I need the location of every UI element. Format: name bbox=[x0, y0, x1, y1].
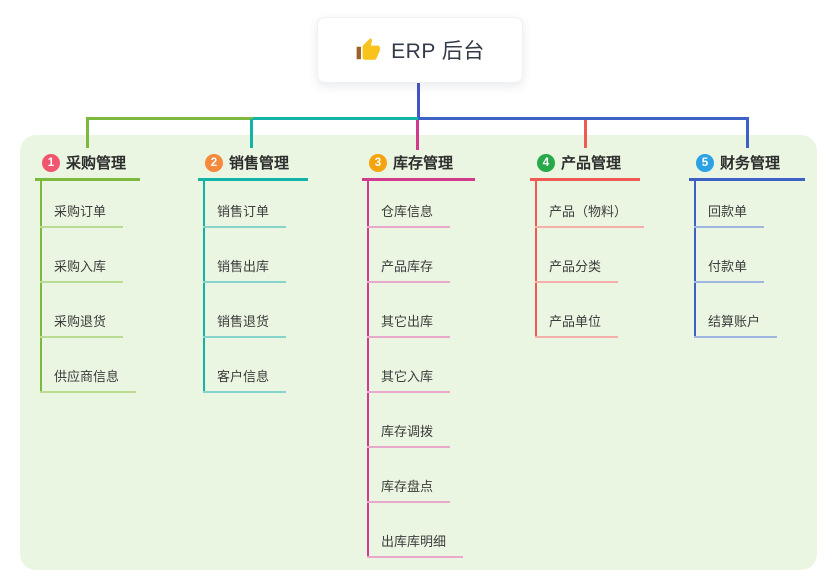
tree-node-label: 产品库存 bbox=[381, 259, 434, 274]
tree-node[interactable]: 客户信息 bbox=[203, 363, 287, 393]
branch-title-label: 采购管理 bbox=[66, 155, 127, 172]
branch-drop-line bbox=[86, 119, 89, 148]
tree-node[interactable]: 产品分类 bbox=[535, 253, 619, 283]
tree-node[interactable]: 其它出库 bbox=[367, 308, 451, 338]
tree-node[interactable]: 出库库明细 bbox=[367, 528, 464, 558]
branch-spine-line bbox=[40, 181, 42, 393]
branch-title[interactable]: 1 采购管理 bbox=[35, 147, 140, 181]
branch-spine-line bbox=[367, 181, 369, 558]
branch-title-label: 销售管理 bbox=[229, 155, 290, 172]
tree-node[interactable]: 其它入库 bbox=[367, 363, 451, 393]
branch-title-label: 产品管理 bbox=[561, 155, 622, 172]
tree-node-label: 付款单 bbox=[708, 259, 748, 274]
tree-node[interactable]: 销售订单 bbox=[203, 198, 287, 228]
root-node[interactable]: ERP 后台 bbox=[317, 17, 523, 83]
branch-number-badge: 2 bbox=[205, 153, 223, 172]
tree-node-label: 销售出库 bbox=[217, 259, 270, 274]
tree-node[interactable]: 库存盘点 bbox=[367, 473, 451, 503]
branch-title[interactable]: 2 销售管理 bbox=[198, 147, 308, 181]
tree-node-label: 仓库信息 bbox=[381, 204, 434, 219]
branch-horizontal-line bbox=[418, 117, 749, 120]
branch-drop-line bbox=[416, 120, 419, 150]
tree-node[interactable]: 销售出库 bbox=[203, 253, 287, 283]
tree-node-label: 回款单 bbox=[708, 204, 748, 219]
tree-node-label: 库存调拨 bbox=[381, 424, 434, 439]
branch-number-badge: 4 bbox=[537, 153, 555, 172]
tree-node[interactable]: 库存调拨 bbox=[367, 418, 451, 448]
tree-node[interactable]: 产品单位 bbox=[535, 308, 619, 338]
branch-sales: 2 销售管理 销售订单 销售出库 销售退货 客户信息 bbox=[198, 147, 308, 393]
root-node-label: ERP 后台 bbox=[391, 40, 485, 63]
branch-title[interactable]: 5 财务管理 bbox=[689, 147, 805, 181]
tree-node[interactable]: 付款单 bbox=[694, 253, 765, 283]
tree-node[interactable]: 产品（物料） bbox=[535, 198, 645, 228]
branch-title[interactable]: 3 库存管理 bbox=[362, 147, 475, 181]
tree-node-label: 采购入库 bbox=[54, 259, 107, 274]
tree-node-label: 产品单位 bbox=[549, 314, 602, 329]
branch-title[interactable]: 4 产品管理 bbox=[530, 147, 640, 181]
branches-panel bbox=[20, 135, 817, 570]
tree-node-label: 其它入库 bbox=[381, 369, 434, 384]
tree-node-label: 供应商信息 bbox=[54, 369, 120, 384]
tree-node-label: 出库库明细 bbox=[381, 534, 447, 549]
branch-spine-line bbox=[694, 181, 696, 338]
branch-inventory: 3 库存管理 仓库信息 产品库存 其它出库 其它入库 库存调拨 库存盘点 出库库… bbox=[362, 147, 475, 558]
branch-title-label: 财务管理 bbox=[720, 155, 781, 172]
tree-node[interactable]: 采购退货 bbox=[40, 308, 124, 338]
tree-node[interactable]: 供应商信息 bbox=[40, 363, 137, 393]
branch-horizontal-line bbox=[86, 117, 253, 120]
tree-node-label: 其它出库 bbox=[381, 314, 434, 329]
tree-node-label: 销售订单 bbox=[217, 204, 270, 219]
tree-node-label: 结算账户 bbox=[708, 314, 761, 329]
thumbs-up-icon bbox=[355, 37, 381, 63]
tree-node-label: 销售退货 bbox=[217, 314, 270, 329]
branch-number-badge: 1 bbox=[42, 153, 60, 172]
tree-node[interactable]: 产品库存 bbox=[367, 253, 451, 283]
tree-node-label: 采购退货 bbox=[54, 314, 107, 329]
branch-drop-line bbox=[746, 120, 749, 148]
tree-node-label: 采购订单 bbox=[54, 204, 107, 219]
branch-drop-line bbox=[250, 119, 253, 148]
branch-number-badge: 5 bbox=[696, 153, 714, 172]
branch-spine-line bbox=[203, 181, 205, 393]
branch-number-badge: 3 bbox=[369, 153, 387, 172]
branch-purchase: 1 采购管理 采购订单 采购入库 采购退货 供应商信息 bbox=[35, 147, 140, 393]
tree-node[interactable]: 采购订单 bbox=[40, 198, 124, 228]
tree-node-label: 客户信息 bbox=[217, 369, 270, 384]
branch-product: 4 产品管理 产品（物料） 产品分类 产品单位 bbox=[530, 147, 645, 338]
tree-node[interactable]: 销售退货 bbox=[203, 308, 287, 338]
tree-node[interactable]: 回款单 bbox=[694, 198, 765, 228]
branch-horizontal-line bbox=[253, 117, 418, 120]
branch-drop-line bbox=[584, 120, 587, 148]
tree-node-label: 产品（物料） bbox=[549, 204, 628, 219]
tree-node[interactable]: 仓库信息 bbox=[367, 198, 451, 228]
branch-finance: 5 财务管理 回款单 付款单 结算账户 bbox=[689, 147, 805, 338]
tree-node-label: 产品分类 bbox=[549, 259, 602, 274]
tree-node-label: 库存盘点 bbox=[381, 479, 434, 494]
root-vertical-line bbox=[417, 82, 420, 120]
branch-spine-line bbox=[535, 181, 537, 338]
tree-node[interactable]: 结算账户 bbox=[694, 308, 778, 338]
branch-title-label: 库存管理 bbox=[393, 155, 454, 172]
tree-node[interactable]: 采购入库 bbox=[40, 253, 124, 283]
